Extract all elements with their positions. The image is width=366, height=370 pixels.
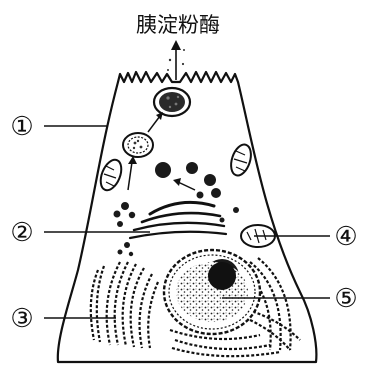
secretion-arrow [167, 40, 185, 80]
marker-2: ② [10, 218, 33, 248]
secretory-vesicle-top [154, 88, 190, 116]
marker-4: ④ [334, 222, 357, 252]
marker-1: ① [10, 112, 33, 142]
transport-vesicle-middle [123, 133, 153, 157]
marker-3: ③ [10, 304, 33, 334]
nucleus [164, 250, 260, 334]
enzyme-title: 胰淀粉酶 [136, 13, 220, 37]
marker-5: ⑤ [334, 284, 357, 314]
